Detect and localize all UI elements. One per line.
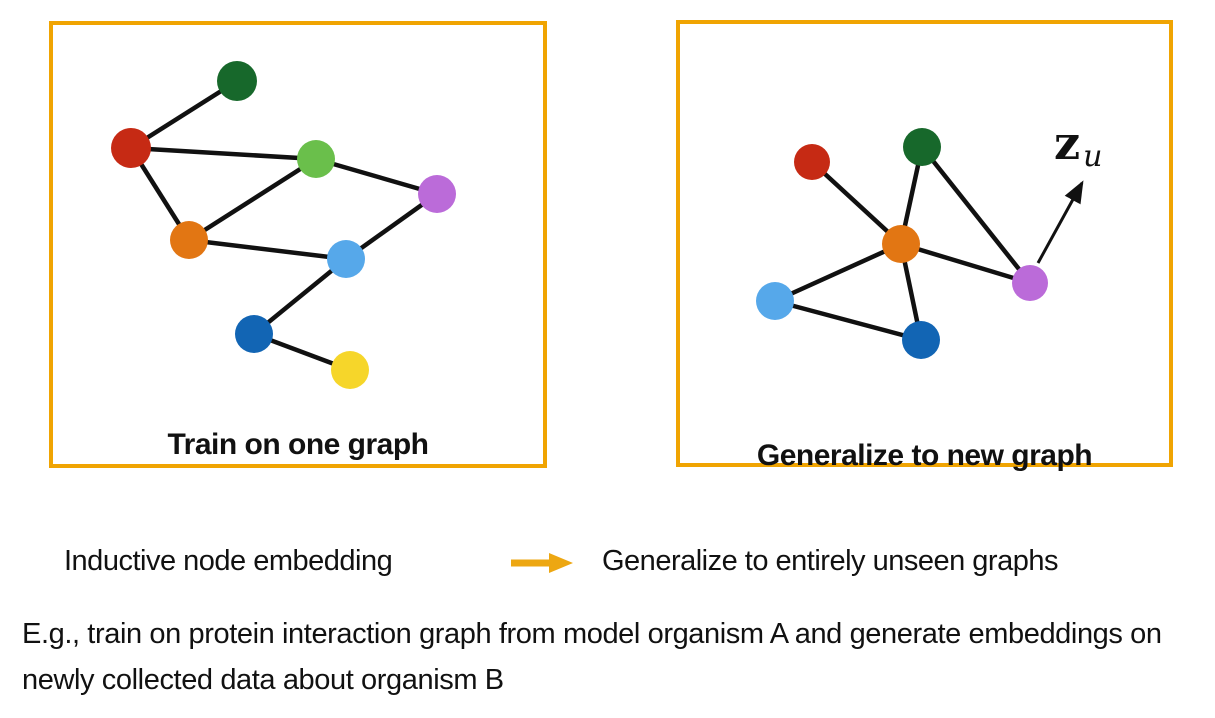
edge-orange-light-blue [188,237,347,262]
edge-light-green-purple [315,156,438,197]
edge-red-orange [810,160,903,246]
edge-orange-light-green [187,157,318,242]
train-caption: Train on one graph [167,428,429,461]
generalize-unseen-label: Generalize to entirely unseen graphs [602,545,1058,577]
edge-dark-green-red [129,79,239,150]
node-purple [418,175,456,213]
example-paragraph: E.g., train on protein interaction graph… [22,618,1162,696]
embedding-subscript-u: u [1083,139,1103,174]
edge-orange-light-blue [774,241,902,304]
node-orange [882,225,920,263]
embedding-arrow [1036,180,1084,264]
arrow-shape [511,553,573,573]
node-dark-green [217,61,257,101]
train-graph [111,61,456,389]
edge-red-light-green [130,145,317,162]
node-dark-blue [902,321,940,359]
panel-train-on-one-graph: Train on one graph [49,21,547,468]
node-yellow [331,351,369,389]
node-light-blue [756,282,794,320]
generalize-graph [756,128,1084,359]
node-purple [1012,265,1048,301]
generalize-caption: Generalize to new graph [756,439,1093,472]
node-dark-blue [235,315,273,353]
node-orange [170,221,208,259]
embedding-z: z [1054,116,1081,170]
edge-dark-green-purple [920,145,1032,285]
edge-orange-purple [900,241,1031,286]
node-dark-green [903,128,941,166]
inductive-embedding-label: Inductive node embedding [64,545,393,577]
node-light-blue [327,240,365,278]
node-red [794,144,830,180]
node-light-green [297,140,335,178]
implies-arrow-icon [511,553,573,573]
edge-light-blue-dark-blue [252,257,348,336]
node-red [111,128,151,168]
edge-light-blue-dark-blue [774,298,922,343]
